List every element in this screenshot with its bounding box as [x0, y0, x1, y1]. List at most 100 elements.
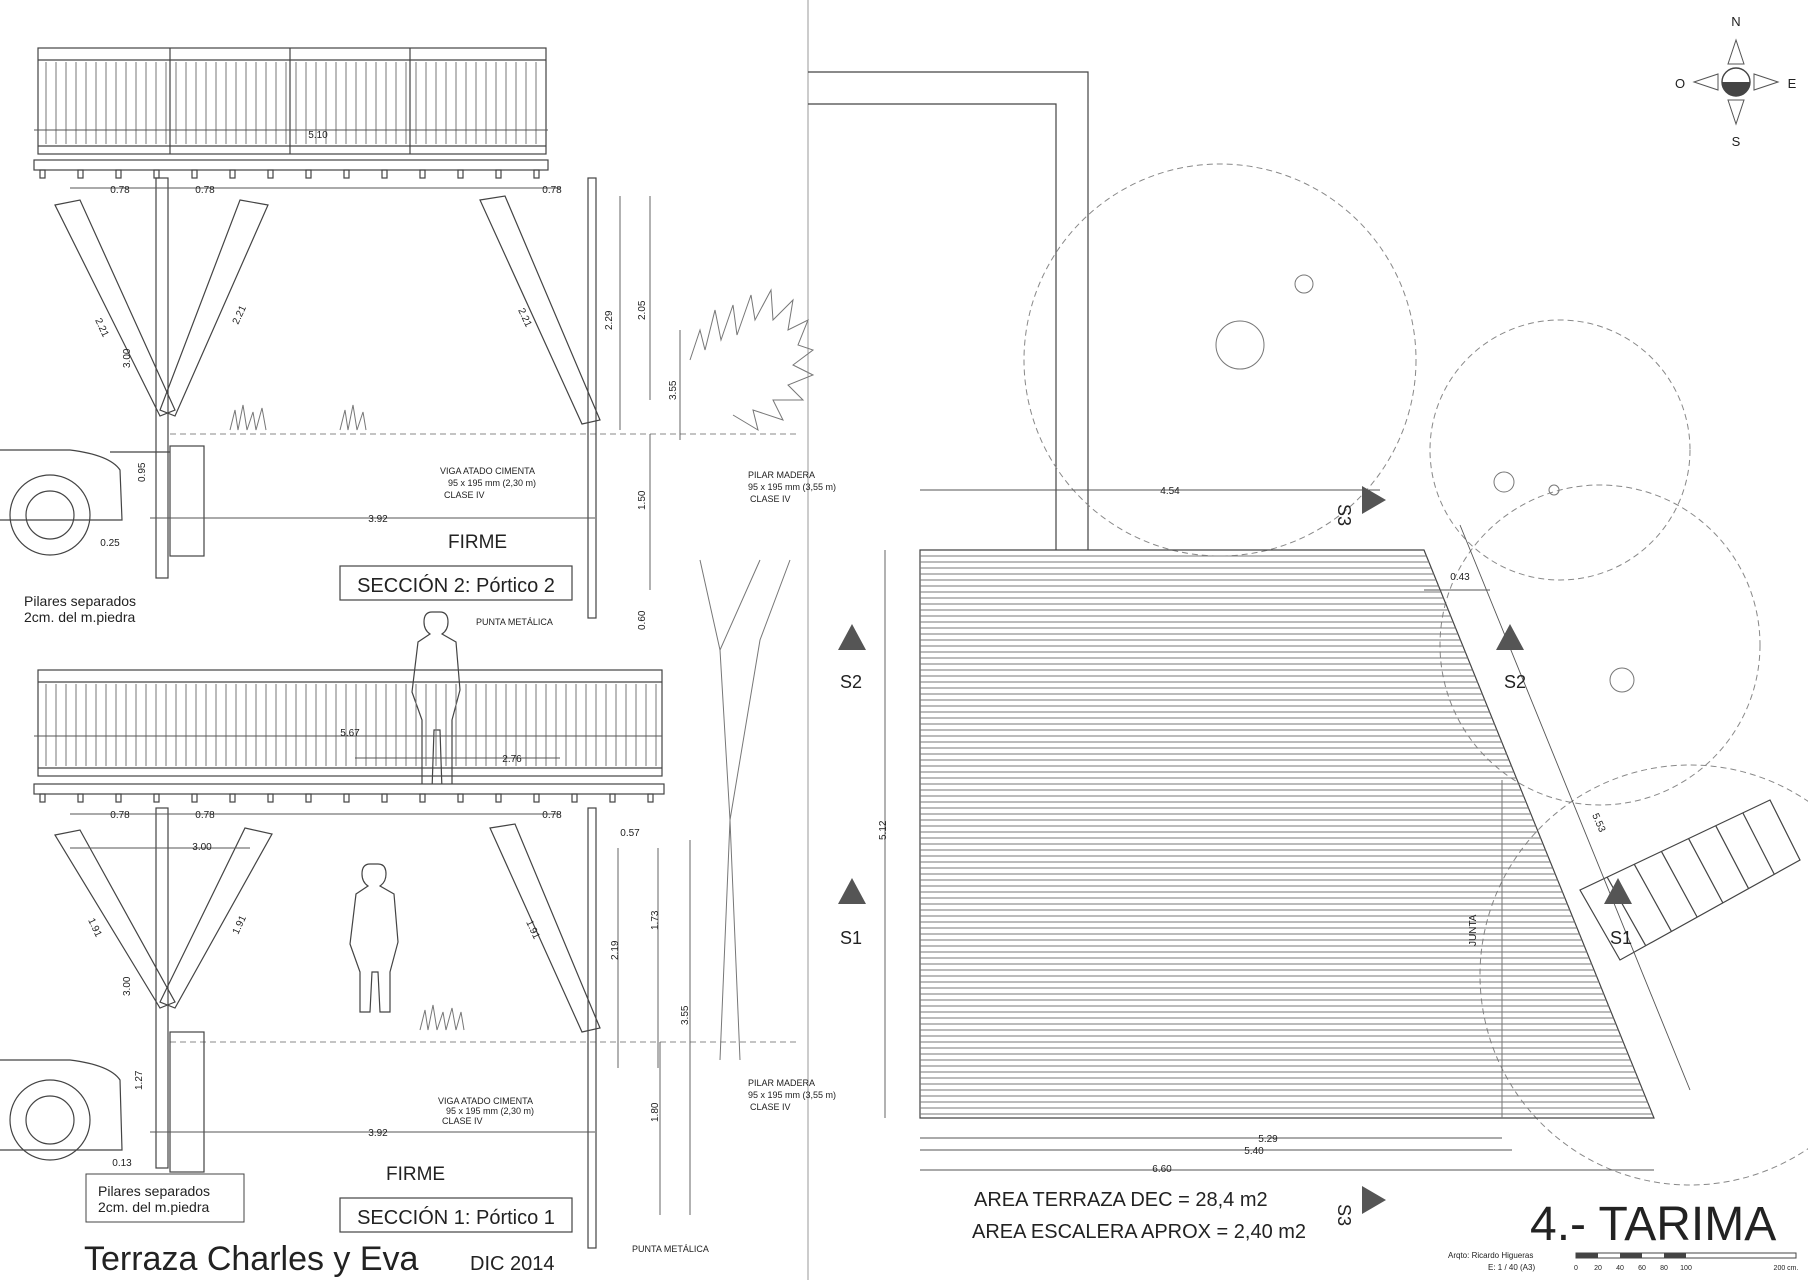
section-s1-right-arrow [1604, 878, 1632, 904]
strut-right-s1 [489, 823, 601, 1033]
stone-wall-s1 [169, 1031, 205, 1173]
scale-tick-label: 40 [1616, 1265, 1624, 1272]
section-s1-left-label: S1 [840, 928, 862, 948]
tree-canopy-2 [1439, 484, 1761, 806]
house-wall [808, 71, 1089, 550]
joist [495, 793, 502, 803]
dim-h1-s1: 2.19 [610, 940, 621, 960]
section-1-drawing: 5.67 2.76 0.78 0.78 0.78 3.00 0.57 1.91 … [0, 669, 836, 1254]
strut-left-s1 [54, 829, 176, 1009]
joist [77, 793, 84, 803]
dim-h2-s1: 1.73 [650, 910, 661, 930]
dim-plan-043: 0.43 [1450, 572, 1470, 583]
pilar-label-2-s2: 95 x 195 mm (3,55 m) [748, 482, 836, 492]
post-left-s2 [155, 177, 169, 579]
joist [343, 793, 350, 803]
joist [305, 793, 312, 803]
area-escalera: AREA ESCALERA APROX = 2,40 m2 [972, 1221, 1306, 1243]
joist [191, 169, 198, 179]
joist [153, 169, 160, 179]
dim-plan-540: 5.40 [1244, 1146, 1264, 1157]
joist [419, 793, 426, 803]
strut-mid-s2 [159, 199, 269, 417]
tree-canopy-3 [1479, 764, 1808, 1186]
scale-tick-label: 60 [1638, 1265, 1646, 1272]
joist [533, 793, 540, 803]
post-left-s1 [155, 807, 169, 1169]
compass-rose: N S E O [1675, 14, 1797, 149]
pilar-label-1-s2: PILAR MADERA [748, 470, 815, 480]
dim-base-s1: 3.92 [368, 1128, 388, 1139]
railing-s1 [37, 669, 663, 777]
person-silhouette-2 [349, 863, 399, 1013]
joist [457, 169, 464, 179]
tree-canopy-4 [1429, 319, 1691, 581]
joist [39, 793, 46, 803]
section-s1-right-label: S1 [1610, 928, 1632, 948]
dim-plan-553: 5.53 [1589, 812, 1607, 835]
dim-h3-s2: 3.55 [668, 380, 679, 400]
viga-label-3-s1: CLASE IV [442, 1116, 483, 1126]
pilar-label-3-s2: CLASE IV [750, 494, 791, 504]
dim-diag1-s1: 1.91 [85, 917, 103, 940]
dim-diag2-s2: 2.21 [231, 304, 249, 327]
dim-b-s2: 0.78 [195, 185, 215, 196]
joist [191, 793, 198, 803]
joist [381, 793, 388, 803]
scale-tick-label: 20 [1594, 1265, 1602, 1272]
dim-top-width-s1: 5.67 [340, 728, 360, 739]
post-right-s1 [587, 807, 597, 1249]
dim-diag3-s2: 2.21 [515, 307, 533, 330]
scale-tick-label: 0 [1574, 1265, 1578, 1272]
section-2-title: SECCIÓN 2: Pórtico 2 [357, 574, 555, 597]
punta-label-s2: PUNTA METÁLICA [476, 617, 553, 627]
railing-s2 [37, 47, 547, 155]
junta-label: JUNTA [1468, 914, 1479, 946]
note-line-2-s2: 2cm. del m.piedra [24, 609, 135, 625]
dim-inner-s1: 2.76 [502, 754, 522, 765]
tree-canopy-1 [1023, 163, 1417, 557]
dim-base-s2: 3.92 [368, 514, 388, 525]
joist [381, 169, 388, 179]
section-s3-bottom-label: S3 [1334, 1204, 1354, 1226]
section-s2-right-arrow [1496, 624, 1524, 650]
joist [533, 169, 540, 179]
pilar-label-2-s1: 95 x 195 mm (3,55 m) [748, 1090, 836, 1100]
joist [609, 793, 616, 803]
dim-a-s2: 0.78 [110, 185, 130, 196]
stair-tread [1742, 812, 1775, 875]
stair-tread [1660, 851, 1698, 918]
joist [647, 793, 654, 803]
dim-h5-s2: 0.60 [637, 610, 648, 630]
scale-tick-label: 200 cm. [1774, 1265, 1799, 1272]
joist [495, 169, 502, 179]
strut-left-s2 [54, 199, 176, 417]
scale-label: E: 1 / 40 (A3) [1488, 1263, 1535, 1272]
joist [115, 793, 122, 803]
strut-right-s2 [479, 195, 601, 425]
stairs [1579, 799, 1801, 961]
dim-h6-s2: 0.95 [137, 462, 148, 482]
viga-label-3-s2: CLASE IV [444, 490, 485, 500]
dim-plan-529: 5.29 [1258, 1134, 1278, 1145]
punta-label-s1: PUNTA METÁLICA [632, 1244, 709, 1254]
joist [343, 169, 350, 179]
viga-label-1-s1: VIGA ATADO CIMENTA [438, 1096, 533, 1106]
car-s1 [0, 1059, 123, 1151]
joist [267, 793, 274, 803]
joist [305, 169, 312, 179]
scale-tick-label: 80 [1660, 1265, 1668, 1272]
architect-label: Arqto: Ricardo Higueras [1448, 1251, 1533, 1260]
stair-tread [1633, 863, 1672, 932]
dim-plan-left: 5.12 [878, 820, 889, 840]
stair-tread [1715, 825, 1750, 889]
firme-label-s1: FIRME [386, 1164, 445, 1185]
joist [267, 169, 274, 179]
stair-tread [1688, 838, 1724, 904]
viga-label-2-s1: 95 x 195 mm (2,30 m) [446, 1106, 534, 1116]
dim-h4-s2: 1.50 [637, 490, 648, 510]
section-1-title-box [339, 1197, 573, 1233]
dim-diag2-s1: 1.91 [231, 914, 249, 937]
compass-north: N [1731, 14, 1740, 29]
